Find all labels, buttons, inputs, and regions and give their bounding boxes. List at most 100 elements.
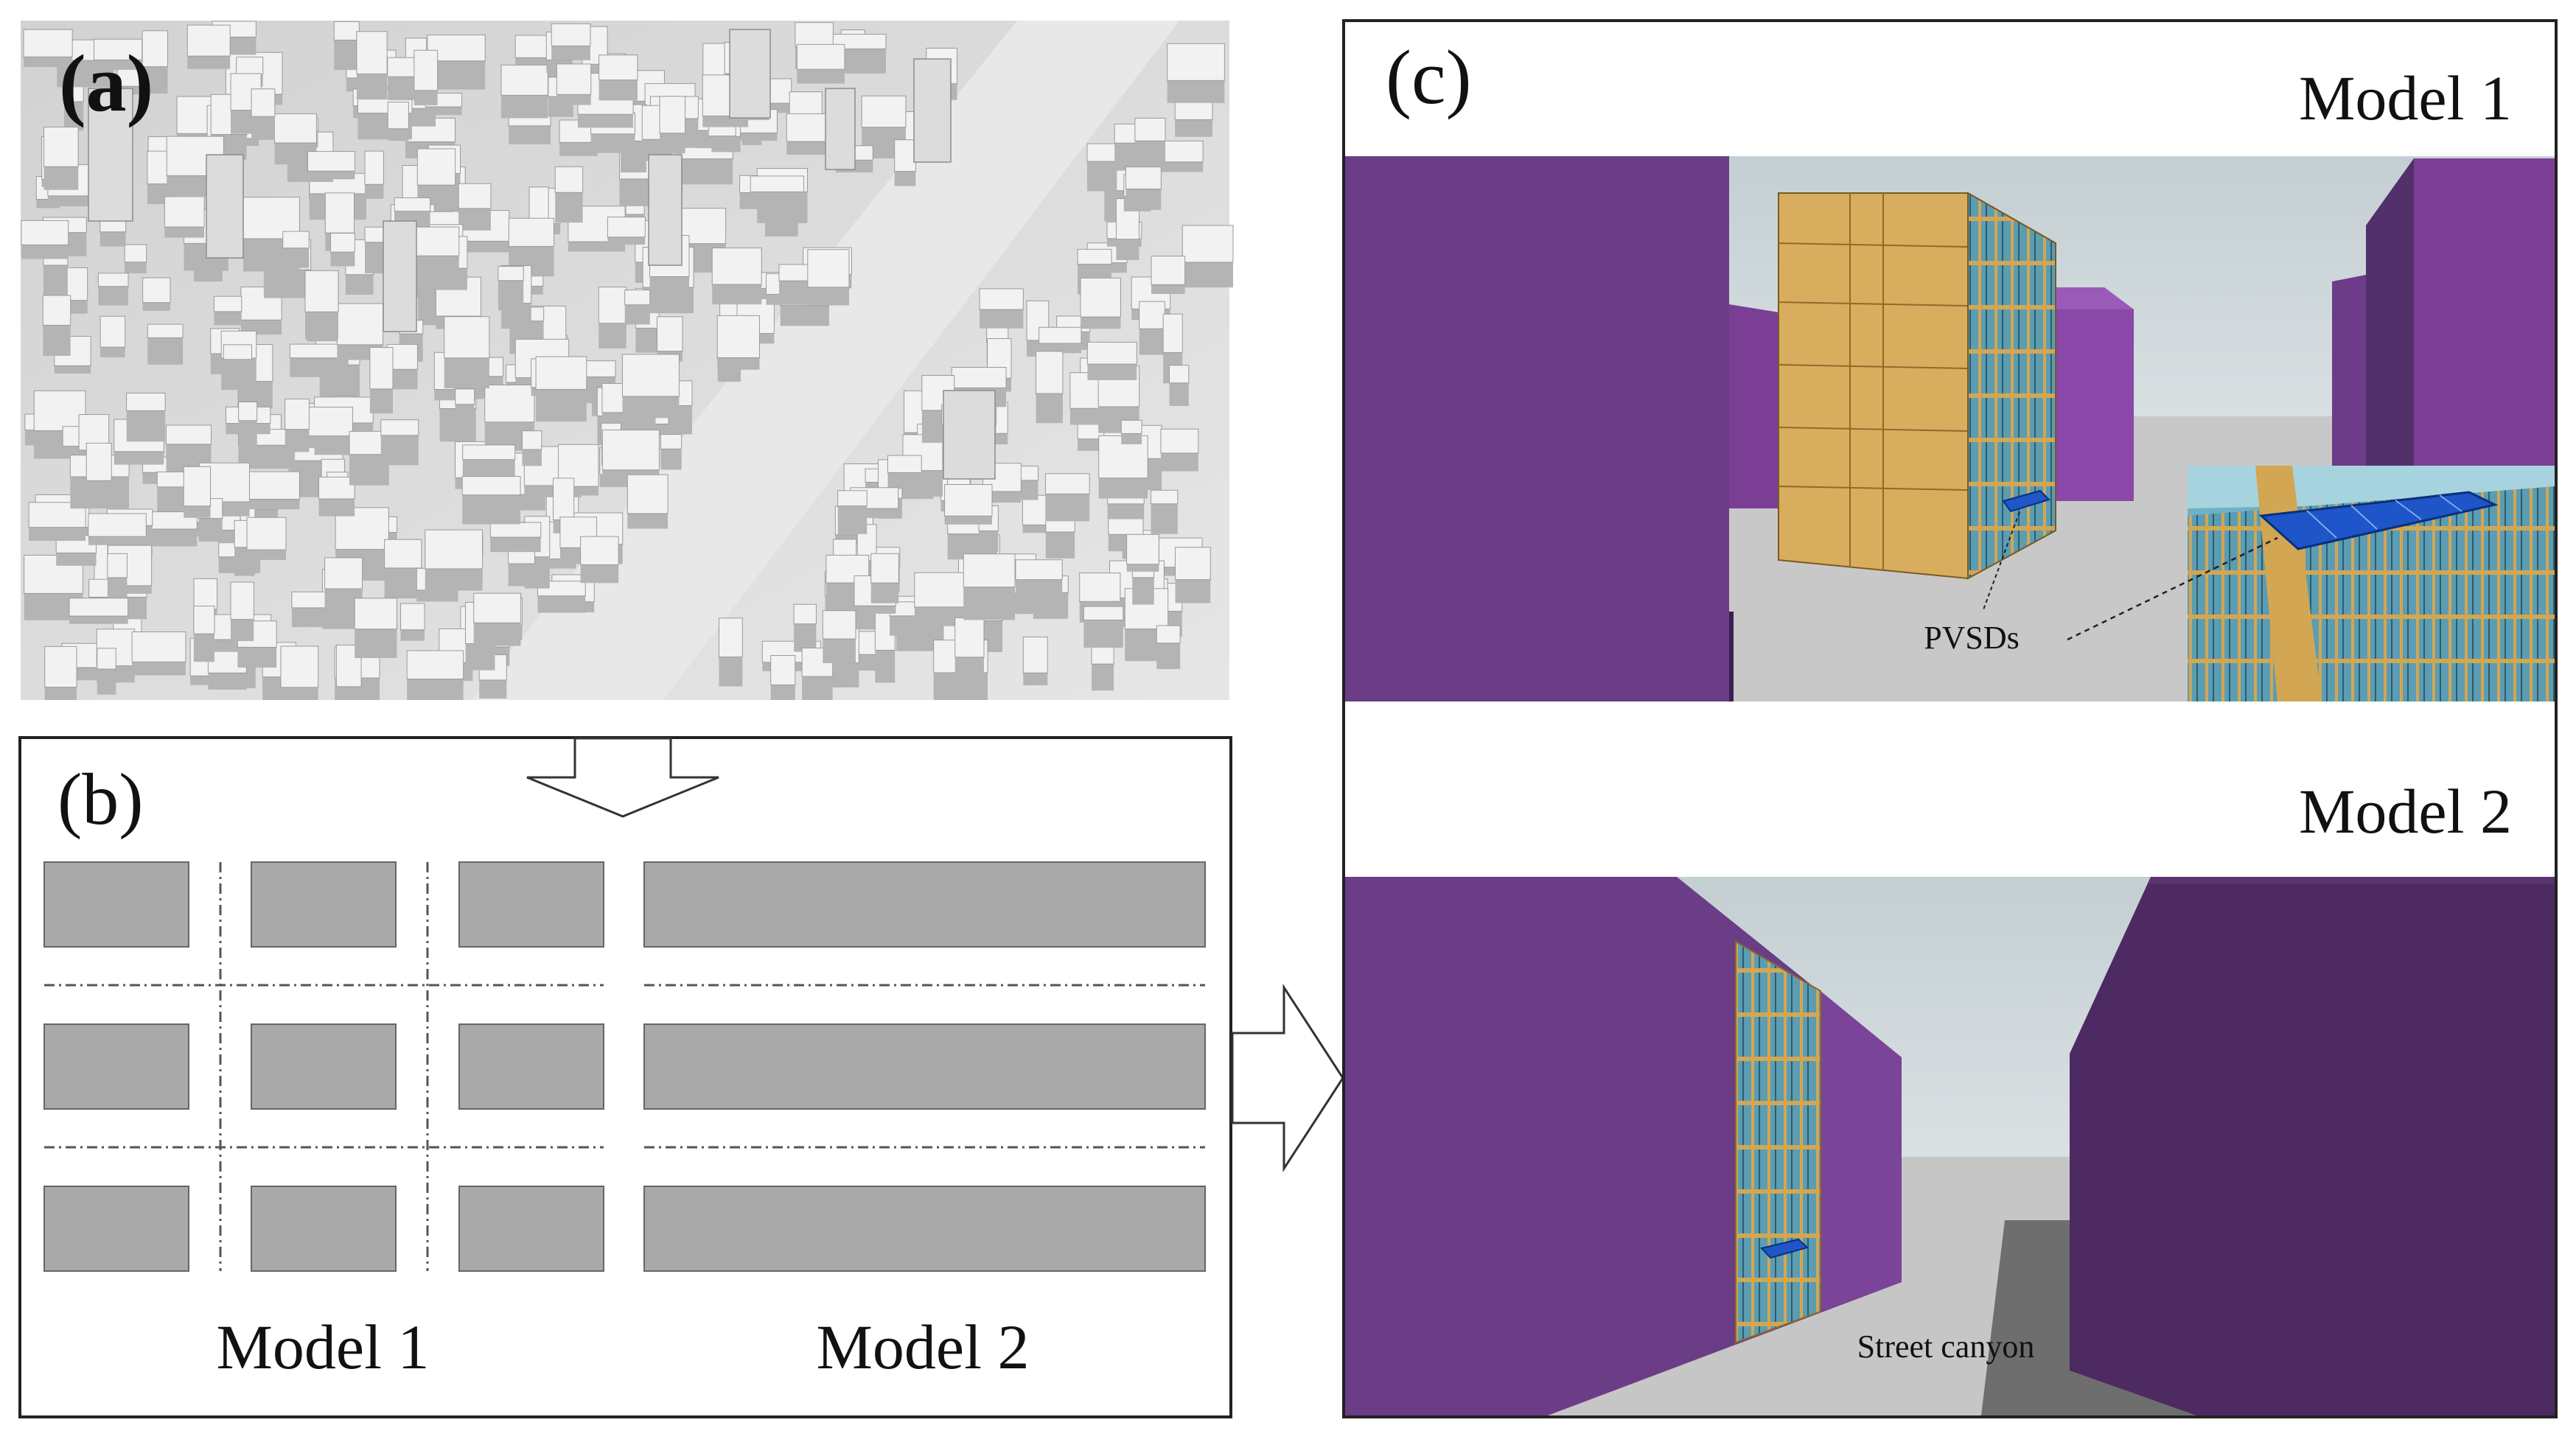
city-block-side bbox=[1087, 364, 1137, 380]
city-block-roof bbox=[1134, 117, 1166, 141]
down-arrow-icon bbox=[526, 737, 719, 818]
city-block-side bbox=[780, 305, 829, 326]
city-block-side bbox=[462, 494, 521, 525]
city-block-side bbox=[86, 480, 112, 503]
city-block-side bbox=[407, 679, 464, 700]
city-block-side bbox=[126, 410, 166, 442]
city-block-side bbox=[417, 185, 455, 202]
city-block-side bbox=[214, 311, 242, 326]
city-block-side bbox=[100, 347, 125, 357]
city-block-side bbox=[1139, 329, 1165, 355]
city-block-side bbox=[465, 643, 495, 671]
city-block-side bbox=[198, 518, 223, 542]
city-block-roof bbox=[1039, 326, 1082, 344]
city-block-side bbox=[479, 679, 507, 699]
model1-block bbox=[458, 861, 604, 948]
city-block-side bbox=[458, 208, 491, 231]
city-block-roof bbox=[100, 315, 126, 348]
city-block-roof bbox=[1080, 277, 1121, 318]
model1-block bbox=[251, 1186, 397, 1272]
near-wall-right-top bbox=[2149, 877, 2555, 884]
panel-b-model2-label: Model 2 bbox=[816, 1312, 1029, 1382]
office-facade-grid bbox=[1778, 193, 1969, 571]
model1-block bbox=[458, 1186, 604, 1272]
model2-block bbox=[643, 1186, 1206, 1272]
city-block-side bbox=[1107, 503, 1145, 519]
city-block-side bbox=[444, 357, 489, 388]
city-block-side bbox=[635, 328, 660, 353]
city-block-roof bbox=[607, 217, 646, 238]
city-block-side bbox=[963, 587, 1016, 620]
city-block-side bbox=[1151, 284, 1185, 294]
city-block-side bbox=[88, 536, 147, 545]
city-block-roof bbox=[425, 529, 484, 570]
model2-block bbox=[643, 1023, 1206, 1110]
city-block-side bbox=[524, 286, 543, 295]
city-block-roof bbox=[236, 56, 264, 75]
city-block-roof bbox=[601, 430, 660, 471]
city-block-side bbox=[500, 95, 548, 119]
city-block-side bbox=[21, 245, 69, 259]
city-block-roof bbox=[462, 444, 516, 461]
city-block-roof bbox=[318, 476, 355, 500]
model1-block bbox=[43, 861, 189, 948]
near-wall-right bbox=[2070, 877, 2555, 1415]
city-block-side bbox=[580, 564, 619, 584]
far-building-right2 bbox=[2332, 274, 2370, 468]
city-block-side bbox=[1175, 119, 1213, 137]
city-block-roof bbox=[914, 572, 969, 608]
city-block-roof bbox=[23, 29, 73, 57]
city-block-roof bbox=[242, 471, 300, 500]
city-block-side bbox=[1125, 189, 1162, 210]
city-block-roof bbox=[750, 175, 805, 192]
city-block-side bbox=[649, 276, 689, 290]
city-block-roof bbox=[230, 581, 254, 620]
city-block-side bbox=[247, 550, 287, 560]
city-block-roof bbox=[556, 63, 592, 95]
city-block-side bbox=[498, 280, 524, 311]
city-block-roof bbox=[508, 217, 554, 247]
city-block-side bbox=[304, 312, 338, 340]
city-block-side bbox=[1160, 452, 1198, 472]
city-block-side bbox=[355, 629, 397, 659]
city-block-side bbox=[728, 133, 778, 141]
city-block-roof bbox=[336, 303, 384, 346]
pv-zoom-inset bbox=[2188, 466, 2555, 701]
far-building bbox=[1725, 304, 1784, 508]
city-block-side bbox=[125, 262, 147, 273]
city-block-side bbox=[680, 158, 733, 185]
city-block-side bbox=[1098, 477, 1148, 499]
city-block-side bbox=[43, 325, 71, 356]
city-block-roof bbox=[1120, 419, 1142, 434]
city-block-side bbox=[263, 269, 311, 298]
city-block-side bbox=[1045, 494, 1090, 522]
city-block-side bbox=[425, 107, 462, 116]
model2-title: Model 2 bbox=[2299, 776, 2512, 847]
model1-block bbox=[43, 1186, 189, 1272]
city-block-roof bbox=[1079, 573, 1121, 602]
city-block-side bbox=[643, 287, 694, 314]
city-block-roof bbox=[944, 484, 993, 517]
city-block-roof bbox=[280, 645, 319, 688]
city-block-side bbox=[307, 171, 355, 180]
model1-block bbox=[251, 861, 397, 948]
city-block-side bbox=[1116, 239, 1139, 260]
office-glazed-side bbox=[1967, 192, 2056, 580]
city-block-side bbox=[388, 128, 409, 141]
model1-render: PVSDs bbox=[1345, 156, 2555, 701]
city-block-roof bbox=[333, 21, 360, 41]
city-block-roof bbox=[444, 316, 490, 359]
city-block-side bbox=[69, 616, 128, 624]
city-block-side bbox=[577, 114, 634, 128]
city-block-roof bbox=[124, 244, 147, 263]
city-block-roof bbox=[1175, 547, 1211, 581]
city-block-roof bbox=[598, 287, 627, 324]
city-block-side bbox=[147, 337, 184, 365]
city-block-side bbox=[982, 491, 1022, 503]
city-block-roof bbox=[356, 31, 388, 74]
city-block-side bbox=[455, 404, 475, 415]
city-block-side bbox=[770, 685, 795, 700]
city-block-side bbox=[1158, 161, 1204, 172]
city-block-side bbox=[555, 192, 583, 223]
